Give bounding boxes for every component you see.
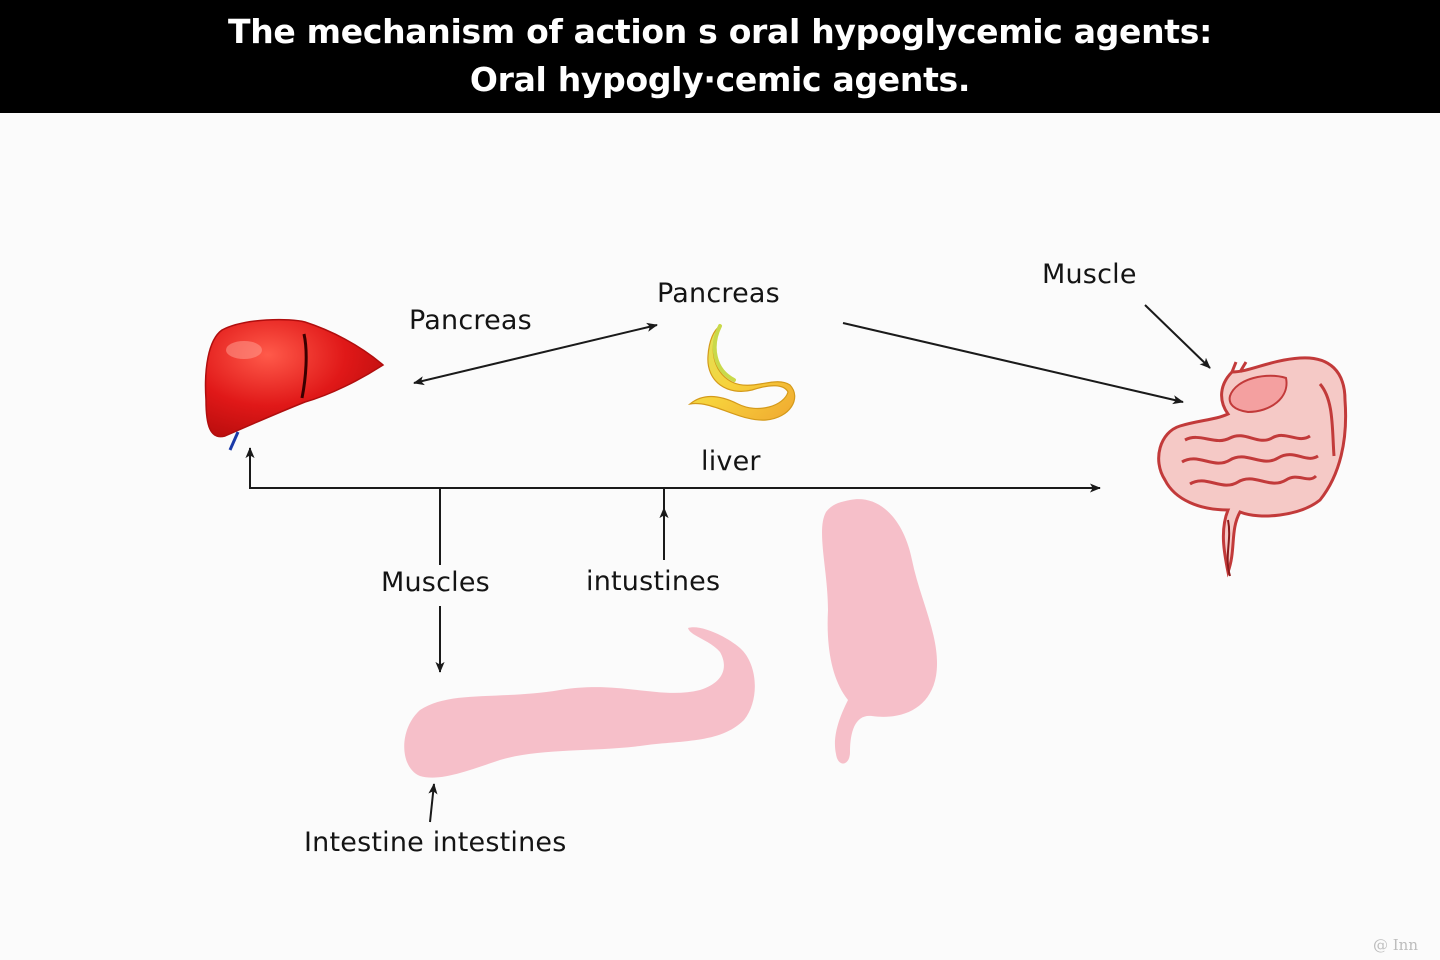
label-pancreas-left: Pancreas <box>409 305 532 336</box>
intestines-organ <box>1157 356 1348 578</box>
label-intestine-intestines: Intestine intestines <box>304 827 567 858</box>
label-muscle: Muscle <box>1042 259 1137 290</box>
title-line-2: Oral hypogly·cemic agents. <box>469 60 971 99</box>
arrow-muscle-label-to-intestines <box>1144 304 1211 369</box>
watermark: @ Inn <box>1372 936 1418 954</box>
label-muscles: Muscles <box>381 567 490 598</box>
pink-intestine-horizontal <box>404 627 755 778</box>
label-liver: liver <box>701 446 761 477</box>
liver-organ <box>204 318 385 451</box>
title-banner: The mechanism of action s oral hypoglyce… <box>0 0 1440 113</box>
pancreas-organ <box>687 324 796 421</box>
title-line-1: The mechanism of action s oral hypoglyce… <box>227 12 1213 51</box>
label-intustines: intustines <box>586 566 721 597</box>
pink-stomach <box>822 499 938 764</box>
arrow-liver-pancreas-bidirectional <box>413 322 658 386</box>
arrow-main-horizontal <box>249 448 1101 493</box>
arrow-pancreas-to-intestines <box>842 322 1184 405</box>
arrow-up-to-pink-intestine <box>428 783 438 823</box>
label-pancreas-top: Pancreas <box>657 278 780 309</box>
arrows <box>245 304 1211 823</box>
